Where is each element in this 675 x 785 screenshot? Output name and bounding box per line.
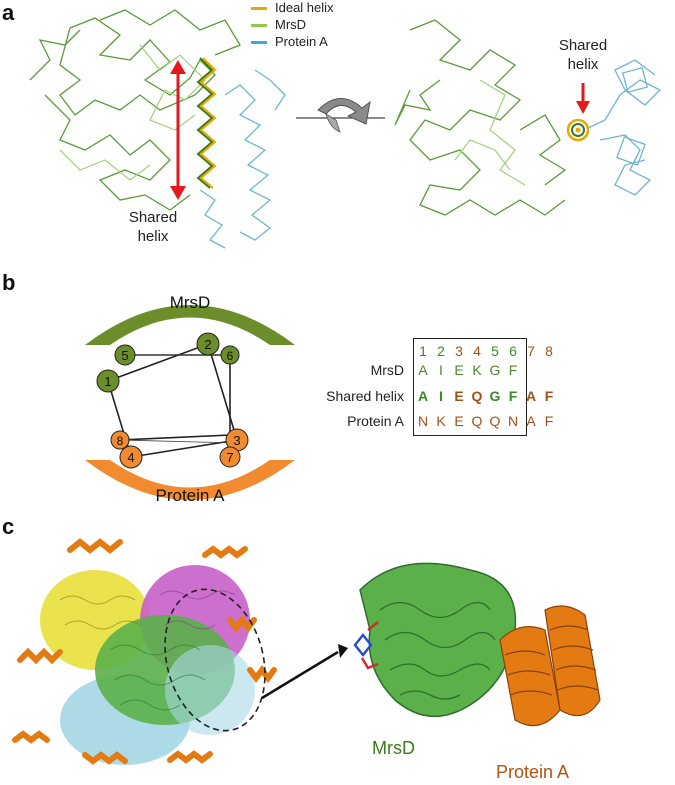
wheel-node-1: 1 bbox=[96, 369, 120, 393]
mrsd-bar bbox=[85, 305, 295, 345]
selection-ellipse bbox=[164, 588, 266, 732]
wheel-node-label: 1 bbox=[104, 374, 111, 389]
legend-protein-a: Protein A bbox=[251, 34, 328, 49]
panel-c-letter: c bbox=[2, 514, 15, 539]
protein-a-backbone-right bbox=[587, 59, 662, 196]
mrsd-backbone-left bbox=[29, 9, 241, 211]
shared-helix-end-on bbox=[566, 118, 590, 142]
wheel-node-2: 2 bbox=[196, 332, 220, 356]
wheel-node-8: 8 bbox=[110, 430, 130, 450]
protein-a-backbone-left bbox=[199, 69, 286, 249]
panel-a-structure bbox=[29, 9, 662, 249]
zoom-arrow bbox=[261, 644, 348, 700]
legend-label: MrsD bbox=[275, 17, 307, 32]
wheel-node-label: 4 bbox=[127, 450, 134, 465]
mrsd-backbone-left-light bbox=[59, 44, 206, 181]
mrsd-backbone-right-light bbox=[454, 79, 526, 186]
legend-swatch-protein-a-icon bbox=[251, 41, 267, 45]
mrsd-bar-label: MrsD bbox=[169, 293, 211, 312]
panel-b-letter: b bbox=[2, 270, 16, 295]
legend-ideal-helix: Ideal helix bbox=[251, 0, 334, 15]
wheel-node-label: 5 bbox=[121, 348, 128, 363]
mrsd-backbone-right bbox=[394, 19, 567, 216]
wheel-node-6: 6 bbox=[220, 345, 240, 365]
wheel-node-label: 7 bbox=[226, 450, 233, 465]
legend-mrsd: MrsD bbox=[251, 17, 306, 32]
shared-helix-arrow-right bbox=[576, 83, 590, 114]
legend-label: Protein A bbox=[275, 34, 328, 49]
wheel-node-label: 2 bbox=[204, 337, 211, 352]
protein-a-bar-label: Protein A bbox=[155, 486, 225, 505]
panel-a-letter: a bbox=[2, 0, 15, 25]
legend-label: Ideal helix bbox=[275, 0, 334, 15]
rotation-icon bbox=[296, 98, 385, 133]
wheel-node-4: 4 bbox=[119, 445, 143, 469]
row-label-shared-helix: Shared helix bbox=[326, 388, 404, 404]
zoomed-structure bbox=[353, 562, 601, 727]
shared-helix-ideal bbox=[199, 57, 217, 189]
legend-swatch-mrsd-icon bbox=[251, 24, 267, 28]
wheel-node-label: 6 bbox=[227, 349, 234, 363]
protein-a-structure-label: Protein A bbox=[496, 762, 570, 782]
wheel-node-label: 3 bbox=[233, 433, 240, 448]
complex-assembly bbox=[12, 538, 277, 765]
wheel-node-7: 7 bbox=[219, 446, 241, 468]
shared-helix-label-left: Shared helix bbox=[128, 209, 178, 245]
row-label-protein-a: Protein A bbox=[347, 413, 404, 429]
shared-helix-green bbox=[196, 57, 214, 189]
shared-helix-label-right: Shared helix bbox=[558, 37, 608, 73]
wheel-node-5: 5 bbox=[114, 344, 136, 366]
row-label-mrsd: MrsD bbox=[370, 362, 404, 378]
panel-c-structures bbox=[12, 538, 601, 765]
shared-helix-arrow-left bbox=[170, 60, 186, 200]
sequence-box bbox=[413, 338, 527, 436]
legend-swatch-ideal-icon bbox=[251, 7, 267, 11]
mrsd-structure-label: MrsD bbox=[372, 738, 415, 758]
helical-wheel-diagram: 1 2 3 4 5 6 7 8 bbox=[85, 305, 295, 500]
protein-a-bar bbox=[85, 460, 295, 500]
wheel-node-label: 8 bbox=[117, 434, 124, 448]
